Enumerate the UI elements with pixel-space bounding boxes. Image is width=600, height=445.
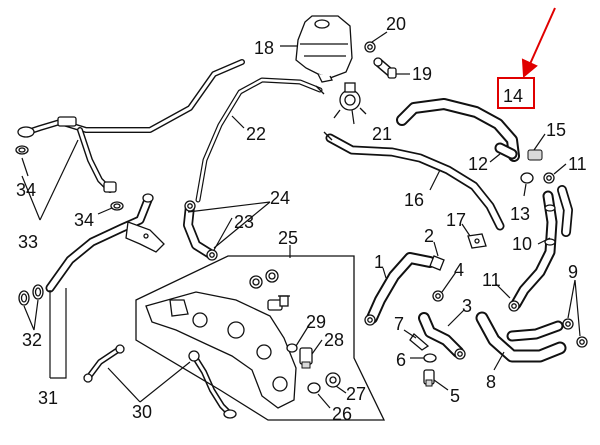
coolant-valve <box>333 82 367 119</box>
bolt-25c <box>278 295 290 307</box>
expansion-tank <box>295 15 353 83</box>
hose-clamp-11a <box>543 172 555 184</box>
callout-9: 9 <box>568 262 578 282</box>
callout-12: 12 <box>468 154 488 174</box>
callout-20: 20 <box>386 14 406 34</box>
highlight-box-14 <box>497 77 535 109</box>
coolant-housing <box>145 291 297 409</box>
hose-clamp-2 <box>429 255 445 271</box>
callout-29: 29 <box>306 312 326 332</box>
callout-23: 23 <box>234 212 254 232</box>
hose-clamp-17 <box>467 233 487 249</box>
callout-33: 33 <box>18 232 38 252</box>
callout-34a: 34 <box>16 180 36 200</box>
leader-lines <box>21 31 581 409</box>
coolant-hose-16 <box>323 131 505 231</box>
coolant-line-22 <box>195 77 325 203</box>
seal-13 <box>520 172 534 184</box>
callout-28: 28 <box>324 330 344 350</box>
callout-1: 1 <box>374 252 384 272</box>
callout-26: 26 <box>332 404 352 424</box>
sensor-28 <box>299 347 313 369</box>
coolant-pipe-31 <box>45 193 165 293</box>
callout-4: 4 <box>454 260 464 280</box>
callout-21: 21 <box>372 124 392 144</box>
clip-7 <box>409 333 430 351</box>
coolant-pipe-33 <box>17 59 245 193</box>
callout-8: 8 <box>486 372 496 392</box>
callout-2: 2 <box>424 226 434 246</box>
coolant-hose-23 <box>183 200 218 261</box>
highlight-arrow <box>521 7 556 79</box>
callout-16: 16 <box>404 190 424 210</box>
callout-32: 32 <box>22 330 42 350</box>
bolt-25b <box>265 269 279 283</box>
hose-clamp-20 <box>364 41 376 53</box>
callout-30: 30 <box>132 402 152 422</box>
coolant-hose-8 <box>475 311 567 363</box>
o-ring-29 <box>286 343 298 353</box>
o-ring-32a <box>18 290 30 306</box>
coolant-pipe-10 <box>510 185 573 310</box>
callout-6: 6 <box>396 350 406 370</box>
callout-22: 22 <box>246 124 266 144</box>
coolant-housing-box <box>135 255 386 421</box>
callout-14: 14 <box>503 86 523 106</box>
callout-11a: 11 <box>568 154 587 174</box>
o-ring-32b <box>32 284 44 300</box>
spring-clip-15 <box>527 149 543 161</box>
callout-31: 31 <box>38 388 58 408</box>
o-ring-34a <box>15 145 29 155</box>
callout-numbers: 1 2 3 4 5 6 7 8 9 10 11 11 12 13 14 15 1… <box>16 14 587 424</box>
hose-clamp-4 <box>432 290 444 302</box>
bolt-25a <box>249 275 263 289</box>
callout-19: 19 <box>412 64 432 84</box>
hose-clamp-11b <box>508 300 520 312</box>
coolant-hose-1 <box>364 252 436 326</box>
hose-clamp-9b <box>576 336 588 348</box>
temperature-sensor-5 <box>423 369 435 387</box>
callout-5: 5 <box>450 386 460 406</box>
hose-section-12 <box>494 142 518 160</box>
callout-18: 18 <box>254 38 274 58</box>
callout-13: 13 <box>510 204 530 224</box>
coolant-hose-3 <box>418 312 466 360</box>
hose-clamp-9a <box>562 318 574 330</box>
callout-10: 10 <box>512 234 532 254</box>
callout-15: 15 <box>546 120 566 140</box>
coolant-hose-14 <box>396 98 520 162</box>
connecting-pipe-30a <box>83 344 125 383</box>
callout-27: 27 <box>346 384 366 404</box>
callout-17: 17 <box>446 210 466 230</box>
callout-34b: 34 <box>74 210 94 230</box>
callout-11b: 11 <box>482 270 501 290</box>
connecting-pipe-30b <box>188 350 237 419</box>
callout-24: 24 <box>270 188 290 208</box>
plug-27 <box>325 372 341 388</box>
o-ring-34b <box>110 201 124 211</box>
callout-3: 3 <box>462 296 472 316</box>
bleed-connector <box>373 57 397 79</box>
seal-26 <box>307 382 321 394</box>
o-ring-6 <box>423 353 437 363</box>
callout-7: 7 <box>394 314 404 334</box>
callout-25: 25 <box>278 228 298 248</box>
